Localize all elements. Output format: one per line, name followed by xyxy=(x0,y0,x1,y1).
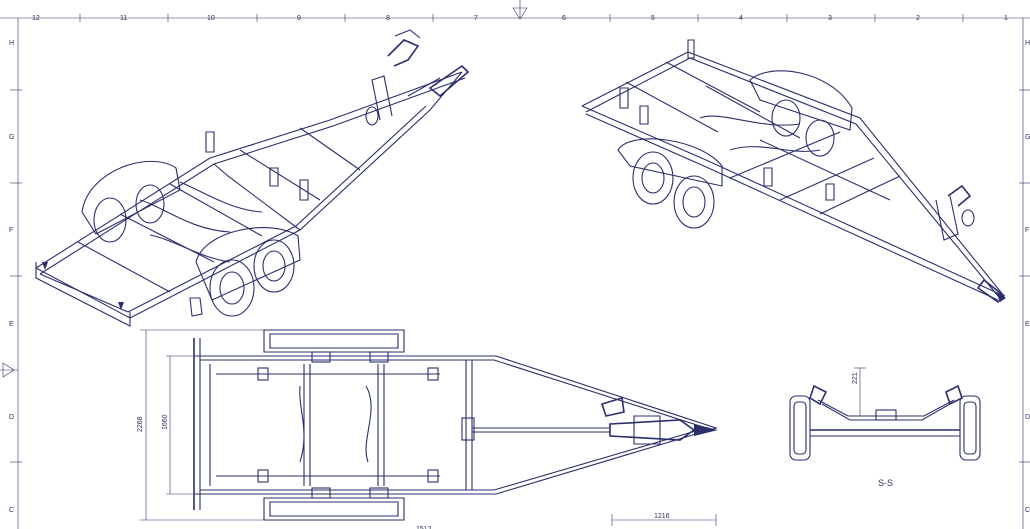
dim-overall-width: 2268 xyxy=(137,416,144,432)
column-marker-2: 2 xyxy=(916,15,920,22)
left-center-mark-icon xyxy=(0,362,18,378)
rear-section-view xyxy=(789,367,981,461)
top-plan-view xyxy=(140,329,718,526)
dim-bottom: 1216 xyxy=(654,513,670,520)
row-marker-e-right: E xyxy=(1025,321,1030,328)
row-marker-h-left: H xyxy=(9,40,14,47)
dim-bottom-cut: 1512 xyxy=(416,526,432,529)
row-marker-f-right: F xyxy=(1025,227,1029,234)
row-marker-d-left: D xyxy=(9,414,14,421)
row-marker-h-right: H xyxy=(1025,40,1030,47)
column-marker-5: 5 xyxy=(651,15,655,22)
section-view-label: S-S xyxy=(878,478,893,488)
column-marker-12: 12 xyxy=(32,15,40,22)
row-marker-f-left: F xyxy=(9,227,13,234)
column-marker-7: 7 xyxy=(474,15,478,22)
dim-track-width: 1660 xyxy=(162,414,169,430)
isometric-view-front-right xyxy=(581,39,1006,304)
column-marker-3: 3 xyxy=(828,15,832,22)
column-marker-6: 6 xyxy=(562,15,566,22)
isometric-view-rear-left xyxy=(35,29,470,327)
row-marker-g-right: G xyxy=(1025,134,1030,141)
column-marker-9: 9 xyxy=(297,15,301,22)
top-center-mark-icon xyxy=(512,0,528,20)
column-marker-11: 11 xyxy=(120,15,127,22)
column-marker-8: 8 xyxy=(386,15,390,22)
row-marker-c-right: C xyxy=(1025,507,1030,514)
row-marker-c-left: C xyxy=(9,507,14,514)
dim-section-height: 221 xyxy=(852,372,859,384)
row-marker-e-left: E xyxy=(9,321,14,328)
column-marker-4: 4 xyxy=(739,15,743,22)
row-marker-g-left: G xyxy=(9,134,14,141)
column-marker-10: 10 xyxy=(207,15,215,22)
column-marker-1: 1 xyxy=(1004,15,1008,22)
row-marker-d-right: D xyxy=(1025,414,1030,421)
